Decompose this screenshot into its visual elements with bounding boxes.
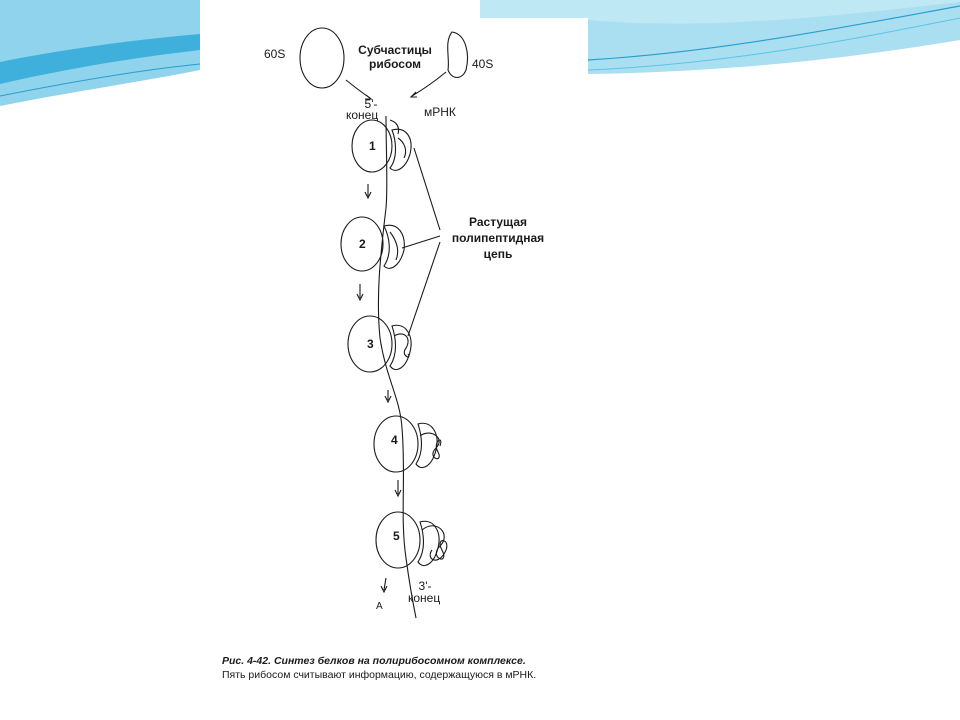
chain-leader-1	[413, 147, 441, 231]
ribosome-5-number: 5	[393, 529, 400, 543]
chain-5	[421, 525, 448, 561]
ribosome-1-number: 1	[369, 139, 376, 153]
arrow-40s	[411, 71, 447, 97]
label-3-end-line1: 3'-	[418, 579, 432, 593]
subunit-40s-shape	[447, 31, 469, 79]
chain-3	[393, 333, 410, 358]
ribosome-1-small	[389, 128, 412, 171]
ribosome-4-large	[373, 415, 419, 473]
ribosome-5-small	[417, 520, 440, 566]
direction-arrow-5	[383, 577, 387, 591]
ribosome-3-number: 3	[367, 337, 374, 351]
ribosome-5-large	[375, 511, 421, 569]
ribosome-2-small	[383, 224, 405, 269]
caption-title: Рис. 4-42. Синтез белков на полирибосомн…	[222, 655, 526, 667]
chain-4	[419, 432, 442, 460]
mrna-strand	[377, 115, 417, 619]
ribosome-3-large	[347, 315, 393, 373]
polyribosome-figure: 60S 40S Субчастицы рибосом 5'- конец мРН…	[200, 18, 588, 720]
label-chain-line2: полипептидная	[451, 231, 545, 245]
chain-leader-2	[401, 235, 441, 249]
wave-right-line1	[587, 5, 960, 61]
label-chain-line1: Растущая	[469, 215, 527, 229]
label-chain-line3: цепь	[483, 247, 513, 261]
caption-text: Пять рибосом считывают информацию, содер…	[222, 669, 537, 681]
ribosome-3-small	[389, 324, 412, 370]
ribosome-1-large	[351, 119, 393, 173]
label-subunits-line1: Субчастицы	[358, 43, 432, 57]
wave-right-line2	[587, 17, 960, 71]
figure-caption: Рис. 4-42. Синтез белков на полирибосомн…	[222, 654, 588, 682]
subunit-60s-shape	[299, 27, 345, 89]
ribosome-2-number: 2	[359, 237, 366, 251]
label-3-end-line2: конец	[408, 591, 441, 605]
chain-leader-3	[407, 241, 441, 337]
ribosome-2-large	[340, 216, 384, 272]
label-5-end-line2: конец	[346, 108, 379, 122]
wave-left-line	[0, 63, 201, 97]
ribosome-4-number: 4	[391, 433, 398, 447]
label-mrna: мРНК	[424, 105, 456, 119]
wave-left-dark	[0, 34, 200, 84]
label-60s: 60S	[264, 47, 286, 61]
polyribosome-diagram	[299, 27, 469, 619]
label-40s: 40S	[472, 57, 494, 71]
label-subunits-line2: рибосом	[368, 57, 421, 71]
wave-right	[588, 2, 960, 74]
label-5-end-line1: 5'-	[364, 97, 378, 111]
ribosome-4-small	[415, 422, 438, 468]
bottom-mark: A	[376, 601, 383, 612]
